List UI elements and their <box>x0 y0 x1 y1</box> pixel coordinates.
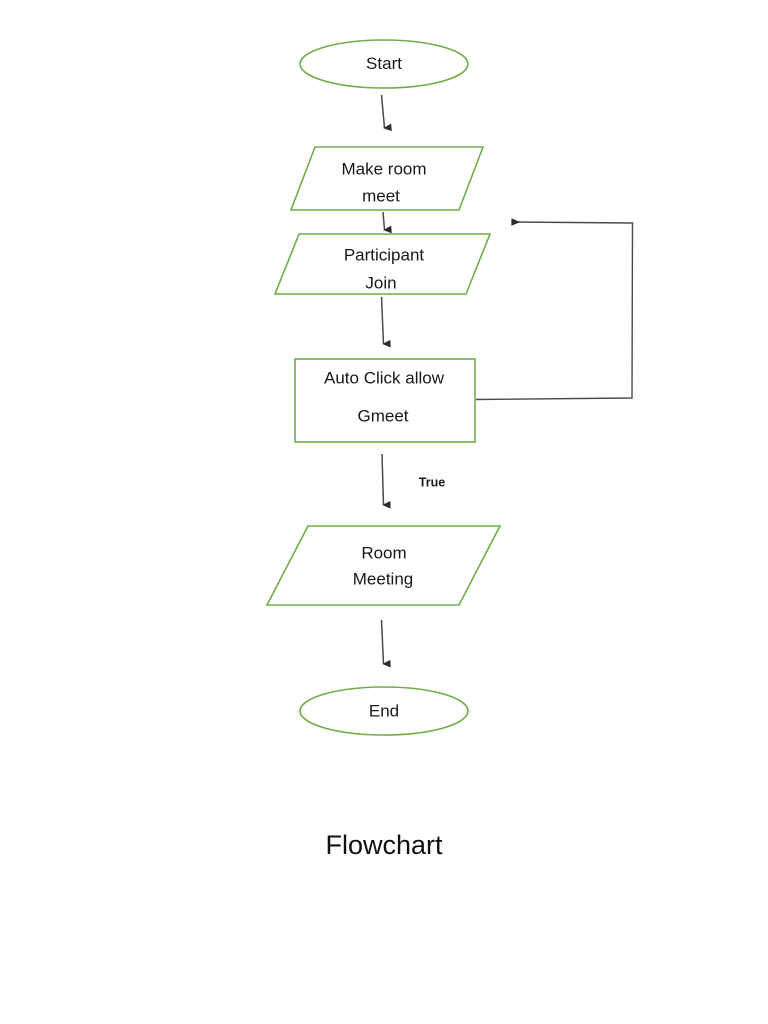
participant-join-label-line2: Join <box>365 273 396 292</box>
auto-click-allow-gmeet-label-line1: Auto Click allow <box>324 368 445 387</box>
room-meeting-parallelogram-shape <box>265 525 502 606</box>
participant-join-parallelogram-shape <box>273 233 492 295</box>
auto-click-allow-gmeet-rectangle-shape <box>294 358 476 443</box>
start-ellipse-shape <box>299 39 469 89</box>
end-label: End <box>369 701 399 720</box>
node-participant-join[interactable]: Participant Join <box>273 233 492 295</box>
connector-gmeet-loop-back-to-participant <box>475 218 634 401</box>
diagram-caption: Flowchart <box>325 830 443 860</box>
end-ellipse-shape <box>299 686 469 736</box>
connector-start-to-make-room <box>380 94 392 132</box>
make-room-meet-label-line2: meet <box>362 186 400 205</box>
edge-label-true: True <box>419 475 445 489</box>
node-make-room-meet[interactable]: Make room meet <box>289 146 485 211</box>
room-meeting-label-line1: Room <box>361 543 406 562</box>
make-room-meet-label-line1: Make room <box>341 159 426 178</box>
start-label: Start <box>366 54 402 73</box>
connector-make-room-to-participant <box>382 211 392 234</box>
connector-room-meeting-to-end <box>380 619 391 668</box>
connector-participant-to-gmeet <box>380 296 391 348</box>
auto-click-allow-gmeet-label-line2: Gmeet <box>357 406 408 425</box>
connector-gmeet-to-room-meeting <box>381 453 391 509</box>
make-room-meet-parallelogram-shape <box>289 146 485 211</box>
node-end[interactable]: End <box>299 686 469 736</box>
participant-join-label-line1: Participant <box>344 245 425 264</box>
node-room-meeting[interactable]: Room Meeting <box>265 525 502 606</box>
room-meeting-label-line2: Meeting <box>353 569 413 588</box>
node-auto-click-allow-gmeet[interactable]: Auto Click allow Gmeet <box>294 358 476 443</box>
node-start[interactable]: Start <box>299 39 469 89</box>
